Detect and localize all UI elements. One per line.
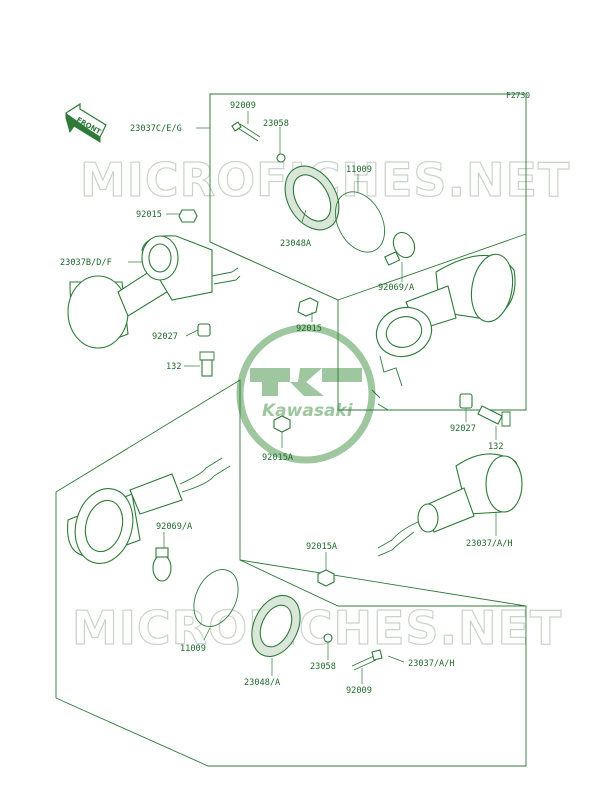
- kawasaki-logo: Kawasaki: [236, 324, 376, 464]
- label-92069a-top: 92069/A: [378, 283, 415, 293]
- bolt-132-right: [477, 405, 511, 427]
- frame-bottom: [55, 379, 527, 767]
- label-23048a: 23048A: [280, 239, 312, 249]
- label-92027-left: 92027: [152, 332, 178, 342]
- label-23058-top: 23058: [263, 119, 289, 129]
- gasket-11009-bottom: [193, 569, 239, 627]
- nut-92015-left: [178, 209, 198, 223]
- turn-signal-right-top: [371, 253, 516, 411]
- label-92015-mid: 92015: [296, 324, 322, 334]
- label-23037bdf: 23037B/D/F: [60, 258, 112, 268]
- label-92015a-top: 92015A: [262, 453, 294, 463]
- label-132-right: 132: [488, 442, 504, 452]
- label-92009-top: 92009: [230, 101, 256, 111]
- turn-signal-23037ah: [377, 453, 523, 557]
- nut-92015a-top: [273, 415, 291, 433]
- label-23037ah-bottom: 23037/A/H: [408, 659, 455, 669]
- label-23037ceg: 23037C/E/G: [130, 124, 182, 134]
- bolt-132-left: [199, 351, 215, 377]
- label-23037ah-mid: 23037/A/H: [466, 539, 513, 549]
- washer-23058-bottom: [323, 633, 333, 643]
- figure-code: F2730: [506, 91, 530, 100]
- collar-92027-right: [459, 393, 473, 409]
- gasket-11009-top: [334, 191, 386, 253]
- label-92027-right: 92027: [450, 424, 476, 434]
- leader-lines: [128, 111, 497, 684]
- turn-signal-23037bdf: [67, 235, 241, 349]
- logo-text: Kawasaki: [262, 401, 354, 421]
- lens-cap-23048a-bottom: [251, 594, 301, 658]
- turn-signal-left-bottom: [67, 457, 231, 564]
- label-23048a-bottom: 23048/A: [244, 678, 281, 688]
- screw-92009-bottom: [351, 649, 383, 671]
- collar-92027-left: [197, 323, 211, 337]
- bulb-92069a-top: [384, 231, 416, 266]
- lens-cap-23048a-top: [284, 165, 340, 231]
- nut-92015-mid: [297, 297, 319, 317]
- washer-23058-top: [276, 153, 286, 163]
- nut-92015a-bottom: [317, 569, 335, 587]
- bulb-92069a-bottom: [152, 547, 172, 582]
- label-23058-bottom: 23058: [310, 662, 336, 672]
- label-92015-left: 92015: [136, 210, 162, 220]
- label-11009-top: 11009: [346, 165, 372, 175]
- label-92015a-bottom: 92015A: [306, 542, 338, 552]
- label-11009-bottom: 11009: [180, 644, 206, 654]
- screw-92009-top: [231, 121, 261, 142]
- label-92069a-bottom: 92069/A: [156, 522, 193, 532]
- label-132-left: 132: [166, 362, 182, 372]
- watermark-bottom: MICROFICHES.NET: [72, 601, 562, 655]
- front-arrow-icon: FRONT: [65, 102, 107, 143]
- label-92009-bottom: 92009: [346, 686, 372, 696]
